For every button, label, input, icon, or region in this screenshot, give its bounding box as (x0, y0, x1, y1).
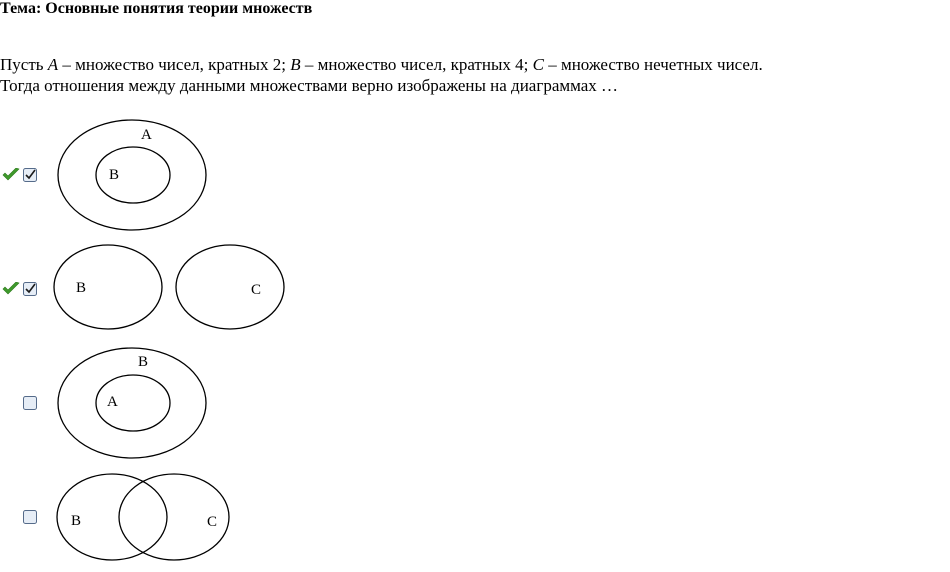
set-c-name: C (532, 55, 544, 74)
set-label: A (141, 127, 152, 143)
question-part: – множество чисел, кратных 2; (58, 55, 291, 74)
answer-checkbox[interactable] (23, 510, 37, 524)
question-text: Пусть A – множество чисел, кратных 2; B … (0, 54, 790, 96)
set-label: C (251, 282, 261, 298)
answer-checkbox[interactable] (23, 396, 37, 410)
set-label: B (138, 354, 148, 370)
venn-diagram-1: A B (57, 119, 207, 231)
set-label: B (76, 280, 86, 296)
set-label: C (207, 514, 217, 530)
topic-title: Тема: Основные понятия теории множеств (0, 0, 313, 17)
correct-check-icon (2, 168, 20, 181)
set-ellipse (53, 244, 163, 330)
question-part: – множество нечетных чисел. Тогда отноше… (0, 55, 763, 95)
venn-diagram-4: B C (56, 473, 230, 561)
question-part: Пусть (0, 55, 48, 74)
venn-diagram-2: B C (53, 244, 285, 330)
set-ellipse (57, 347, 207, 459)
question-part: – множество чисел, кратных 4; (300, 55, 533, 74)
answer-checkbox[interactable] (23, 282, 37, 296)
set-ellipse (95, 374, 171, 432)
set-a-name: A (47, 55, 59, 74)
venn-diagram-3: B A (57, 347, 207, 459)
set-label: A (107, 394, 118, 410)
answer-checkbox[interactable] (23, 168, 37, 182)
set-ellipse (56, 473, 168, 561)
set-ellipse (57, 119, 207, 231)
set-b-name: B (290, 55, 301, 74)
set-label: B (109, 167, 119, 183)
set-ellipse (175, 244, 285, 330)
set-ellipse (95, 146, 171, 204)
set-label: B (71, 513, 81, 529)
set-ellipse (118, 473, 230, 561)
correct-check-icon (2, 282, 20, 295)
